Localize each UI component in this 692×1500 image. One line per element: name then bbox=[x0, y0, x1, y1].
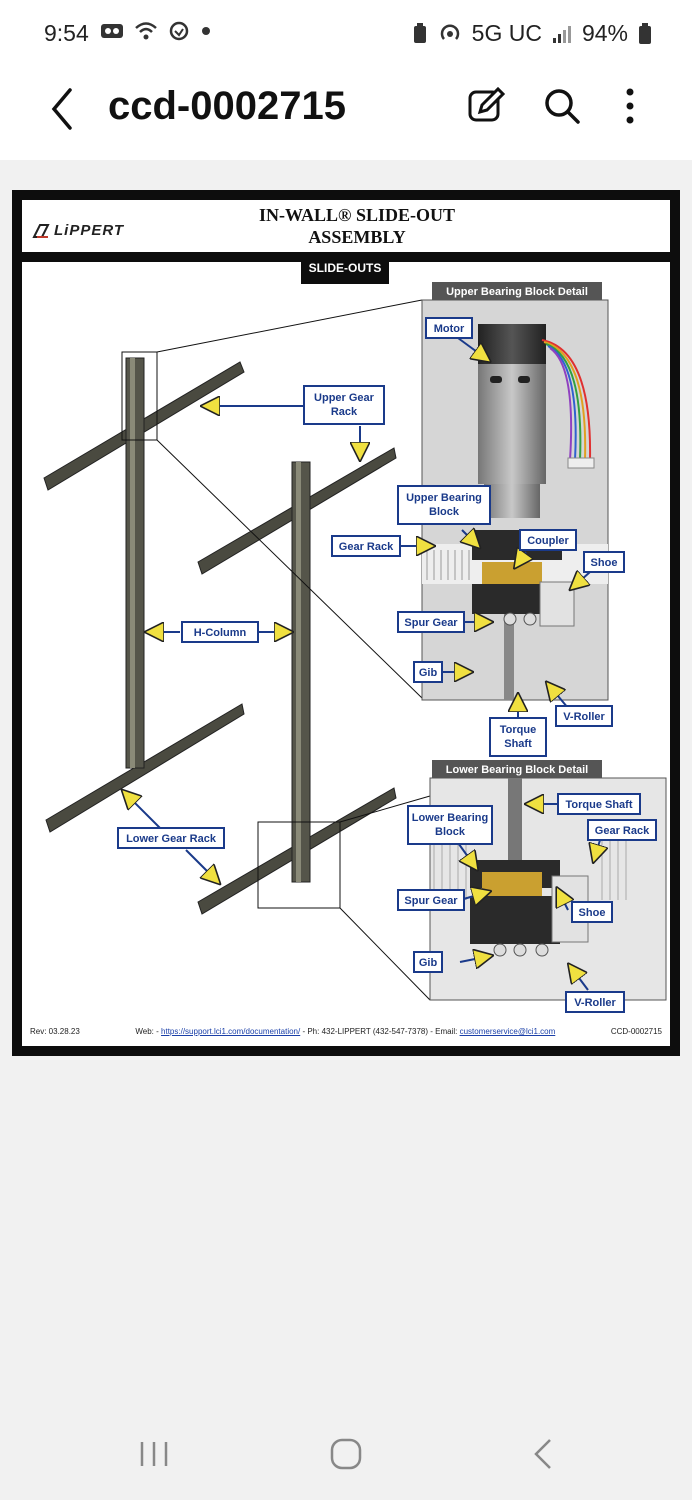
callout-coupler: Coupler bbox=[527, 535, 569, 547]
dot-icon bbox=[202, 27, 210, 35]
footer-rev: Rev: 03.28.23 bbox=[30, 1027, 80, 1036]
signal-icon bbox=[552, 25, 571, 43]
more-options-icon[interactable] bbox=[608, 84, 652, 128]
callout-torque-shaft-lower: Torque Shaft bbox=[565, 799, 632, 811]
battery-icon bbox=[639, 22, 651, 44]
battery-saver-icon bbox=[413, 22, 426, 43]
footer-doc-id: CCD-0002715 bbox=[610, 1027, 662, 1036]
sync-icon bbox=[169, 21, 189, 41]
back-icon[interactable] bbox=[524, 1434, 564, 1474]
upper-detail-title: Upper Bearing Block Detail bbox=[446, 286, 588, 298]
callout-gib-upper: Gib bbox=[419, 667, 438, 679]
callout-arrows bbox=[124, 337, 600, 991]
callout-h-column: H-Column bbox=[194, 627, 247, 639]
document-title: ccd-0002715 bbox=[108, 84, 346, 128]
lippert-logo: LiPPERT bbox=[32, 222, 124, 239]
section-tag: SLIDE-OUTS bbox=[301, 252, 389, 284]
callout-shoe-upper: Shoe bbox=[591, 557, 618, 569]
footer-web-label: Web: - bbox=[135, 1027, 159, 1036]
lippert-logo-icon bbox=[32, 223, 50, 238]
footer-phone: - Ph: 432-LIPPERT (432-547-7378) - Email… bbox=[302, 1027, 458, 1036]
callout-motor: Motor bbox=[434, 323, 465, 335]
callout-lower-gear-rack: Lower Gear Rack bbox=[126, 833, 217, 845]
back-arrow-icon[interactable] bbox=[44, 84, 84, 134]
callout-gib-lower: Gib bbox=[419, 957, 438, 969]
voicemail-icon bbox=[101, 24, 123, 38]
recent-apps-icon[interactable] bbox=[134, 1434, 174, 1474]
app-bar: ccd-0002715 bbox=[0, 66, 692, 160]
status-time: 9:54 bbox=[44, 20, 89, 46]
callout-gear-rack-upper: Gear Rack bbox=[339, 541, 394, 553]
document-page[interactable]: LiPPERT IN-WALL® SLIDE-OUT ASSEMBLY SLID… bbox=[12, 190, 680, 1056]
callout-v-roller-upper: V-Roller bbox=[563, 711, 605, 723]
document-heading: IN-WALL® SLIDE-OUT ASSEMBLY bbox=[232, 204, 482, 248]
callout-v-roller-lower: V-Roller bbox=[574, 997, 616, 1009]
footer-web-link[interactable]: https://support.lci1.com/documentation/ bbox=[161, 1027, 301, 1036]
callout-spur-gear-lower: Spur Gear bbox=[404, 895, 458, 907]
hotspot-icon bbox=[440, 23, 459, 40]
network-type: 5G UC bbox=[471, 20, 542, 46]
edit-icon[interactable] bbox=[464, 84, 508, 128]
logo-text: LiPPERT bbox=[54, 222, 125, 239]
document-heading-line1: IN-WALL® SLIDE-OUT bbox=[259, 205, 455, 225]
wifi-icon bbox=[135, 22, 157, 40]
slide-out-diagram: Upper Bearing Block Detail Lower Bearing… bbox=[43, 282, 667, 1013]
footer-email-link[interactable]: customerservice@lci1.com bbox=[459, 1027, 556, 1036]
document-heading-line2: ASSEMBLY bbox=[308, 227, 406, 247]
document-footer: Rev: 03.28.23 Web: - https://support.lci… bbox=[30, 1027, 662, 1036]
battery-percent: 94% bbox=[581, 20, 628, 46]
callout-shoe-lower: Shoe bbox=[579, 907, 606, 919]
status-bar: 9:54 5G UC 94% bbox=[0, 0, 692, 66]
home-icon[interactable] bbox=[326, 1434, 366, 1474]
callout-gear-rack-lower: Gear Rack bbox=[595, 825, 650, 837]
search-icon[interactable] bbox=[540, 84, 584, 128]
callout-spur-gear-upper: Spur Gear bbox=[404, 617, 458, 629]
lower-detail-title: Lower Bearing Block Detail bbox=[446, 764, 588, 776]
system-nav-bar bbox=[0, 1400, 692, 1500]
rails-and-columns bbox=[43, 299, 431, 1001]
